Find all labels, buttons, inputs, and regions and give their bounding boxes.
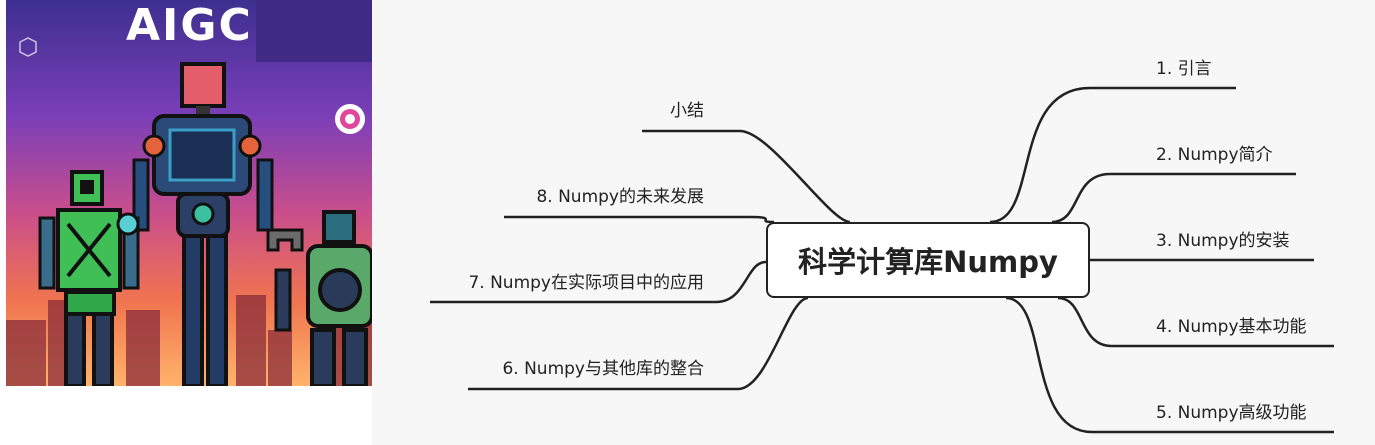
left-branch-label[interactable]: 8. Numpy的未来发展 bbox=[536, 187, 704, 207]
mindmap-center-node[interactable]: 科学计算库Numpy bbox=[766, 222, 1090, 298]
right-branch-label[interactable]: 3. Numpy的安装 bbox=[1156, 231, 1290, 251]
right-branch-connector bbox=[989, 86, 1236, 224]
left-branch-label[interactable]: 6. Numpy与其他库的整合 bbox=[502, 359, 704, 379]
right-branch-label[interactable]: 2. Numpy简介 bbox=[1156, 145, 1273, 165]
poster-title: AIGC bbox=[126, 0, 253, 51]
aigc-poster-image: AIGC bbox=[6, 0, 372, 386]
right-robot bbox=[274, 210, 372, 386]
left-branch-connector bbox=[642, 129, 851, 224]
right-branch-label[interactable]: 5. Numpy高级功能 bbox=[1156, 403, 1307, 423]
tall-robot bbox=[132, 62, 304, 386]
left-branch-label[interactable]: 7. Numpy在实际项目中的应用 bbox=[468, 273, 704, 293]
right-branch-connector bbox=[1057, 296, 1334, 348]
left-branch-connector bbox=[468, 296, 809, 391]
poster-corner-block bbox=[256, 0, 372, 62]
right-branch-label[interactable]: 1. 引言 bbox=[1156, 59, 1212, 79]
right-branch-connector bbox=[1005, 296, 1334, 434]
target-icon bbox=[335, 104, 365, 134]
left-branch-label[interactable]: 小结 bbox=[670, 101, 704, 121]
right-branch-label[interactable]: 4. Numpy基本功能 bbox=[1156, 317, 1307, 337]
right-branch-connector bbox=[1051, 172, 1296, 224]
left-branch-connector bbox=[504, 215, 775, 224]
mindmap-canvas: 科学计算库Numpy 1. 引言 2. Numpy简介 3. Numpy的安装 4. … bbox=[372, 0, 1375, 445]
robots-illustration bbox=[6, 37, 372, 386]
green-robot bbox=[38, 170, 140, 386]
mindmap-connectors bbox=[430, 86, 1334, 434]
left-branch-connector bbox=[430, 260, 767, 304]
